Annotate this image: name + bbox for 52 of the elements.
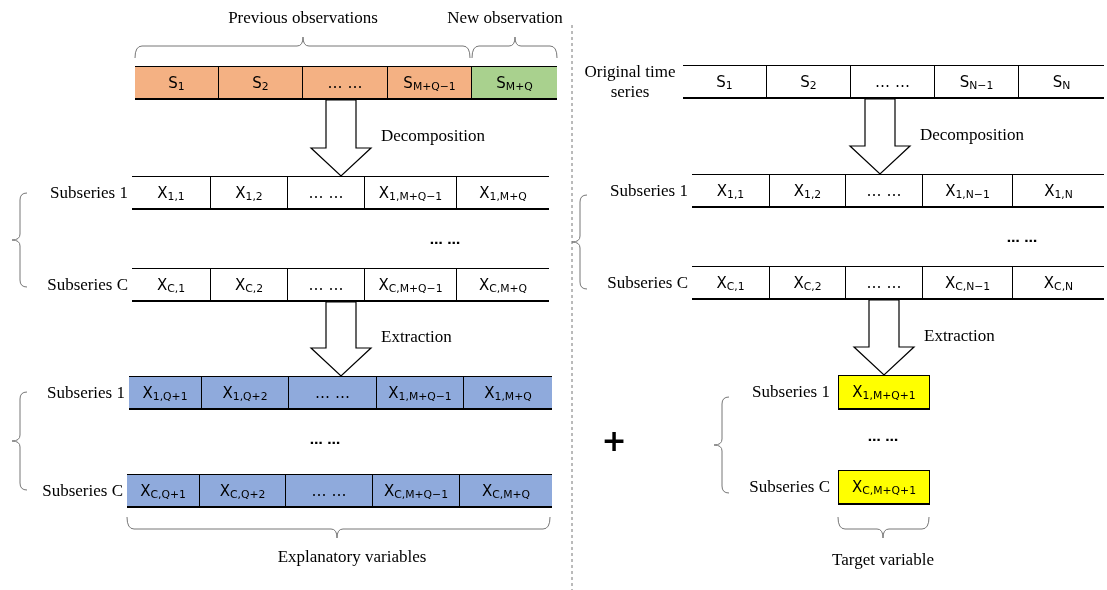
value-cell: X$_{1,1}$ [132, 177, 211, 208]
ellipsis-text: … … [309, 433, 341, 448]
value-cell: X$_{C,Q+2}$ [200, 475, 286, 506]
value-cell: X$_{C,1}$ [132, 269, 211, 300]
block-arrow [309, 301, 373, 377]
value-cell: S$_{2}$ [219, 67, 303, 98]
value-cell: X$_{1,M+Q−1}$ [377, 377, 464, 408]
value-cell: X$_{C,M+Q}$ [460, 475, 552, 506]
brace-label: Explanatory variables [277, 547, 427, 567]
row-label: Subseries C [606, 272, 688, 295]
series-bar [132, 176, 549, 210]
value-cell: S$_{1}$ [683, 66, 767, 97]
row-label: Original time series [584, 61, 676, 103]
series-bar [692, 174, 1104, 208]
brace-label: New observation [447, 8, 563, 28]
block-arrow [852, 299, 916, 376]
value-cell: X$_{1,Q+2}$ [202, 377, 289, 408]
row-label: Subseries 1 [46, 382, 125, 405]
ellipsis-text: … … [429, 233, 461, 248]
value-cell: X$_{1,M+Q}$ [464, 377, 552, 408]
value-cell: X$_{1,1}$ [692, 175, 770, 206]
series-bar [129, 376, 552, 410]
value-cell: … … [303, 67, 388, 98]
block-arrow [848, 98, 912, 175]
brace-label: Target variable [832, 550, 934, 570]
value-cell: S$_{1}$ [135, 67, 219, 98]
ellipsis-text: … … [1006, 231, 1038, 246]
ellipsis-text: … … [867, 430, 899, 445]
series-bar [683, 65, 1104, 99]
brace-label: Previous observations [228, 8, 378, 28]
row-label: Subseries 1 [49, 182, 128, 205]
value-cell: X$_{C,1}$ [692, 267, 770, 298]
row-label: Subseries 1 [751, 381, 830, 404]
series-bar [692, 266, 1104, 300]
block-arrow [309, 99, 373, 177]
plus-sign: + [601, 424, 627, 459]
value-cell: X$_{C,M+Q−1}$ [373, 475, 460, 506]
value-cell: S$_{M+Q−1}$ [388, 67, 472, 98]
value-cell: X$_{1,Q+1}$ [129, 377, 202, 408]
value-cell: … … [286, 475, 373, 506]
value-cell: X$_{1,M+Q+1}$ [838, 375, 930, 410]
row-label: Subseries C [748, 476, 830, 499]
value-cell: … … [289, 377, 377, 408]
row-label: Subseries 1 [609, 180, 688, 203]
series-bar [132, 268, 549, 302]
series-bar [127, 474, 552, 508]
row-label: Subseries C [41, 480, 123, 503]
value-cell: X$_{C,Q+1}$ [127, 475, 200, 506]
row-label: Subseries C [46, 274, 128, 297]
value-cell: X$_{C,M+Q+1}$ [838, 470, 930, 505]
value-cell: S$_{M+Q}$ [472, 67, 557, 98]
series-bar [135, 66, 557, 100]
